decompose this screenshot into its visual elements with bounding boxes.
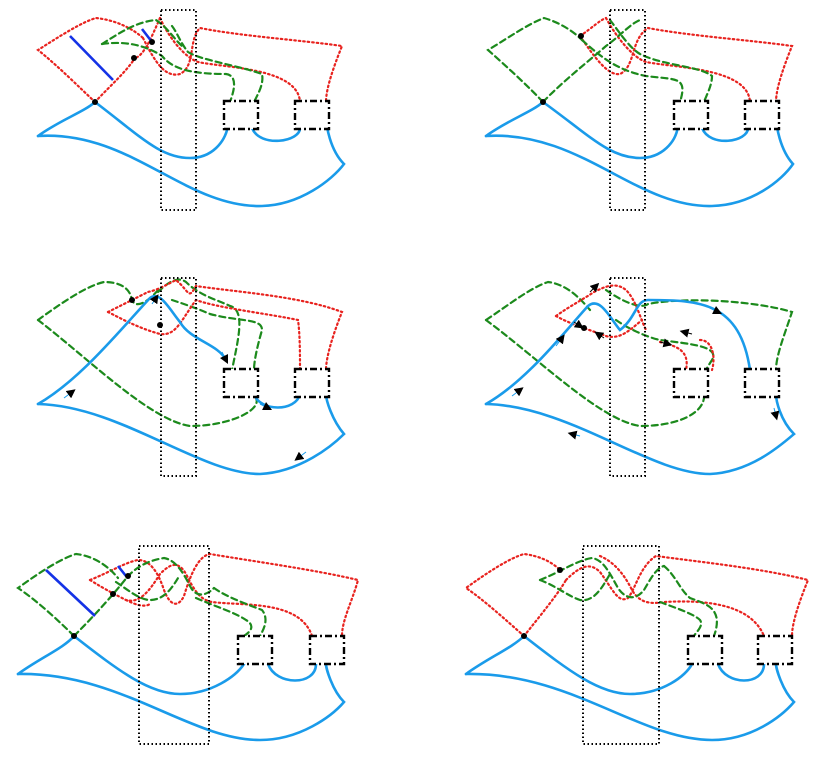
dashed-box-right bbox=[743, 99, 781, 131]
dashed-box-left bbox=[672, 367, 710, 399]
dashed-box-left bbox=[222, 367, 260, 399]
panel-top-right bbox=[484, 9, 795, 211]
green-dashed-curves bbox=[486, 16, 714, 104]
dashed-box-right bbox=[293, 99, 331, 131]
cyan-curves bbox=[36, 100, 346, 208]
crossing-dots bbox=[521, 567, 563, 639]
dashed-box-left bbox=[236, 634, 274, 666]
green-dashed-curves bbox=[100, 18, 264, 104]
crossing-dots bbox=[581, 325, 587, 331]
red-dotted-curves bbox=[554, 284, 715, 372]
panel-middle-left bbox=[36, 277, 346, 477]
cyan-curves bbox=[16, 634, 346, 742]
red-dotted-curves bbox=[106, 278, 344, 372]
framing-rectangle bbox=[582, 545, 660, 745]
framing-rectangle bbox=[160, 277, 197, 477]
crossing-dots bbox=[540, 33, 584, 105]
dashed-box-right bbox=[743, 367, 781, 399]
framing-rectangle bbox=[609, 277, 646, 477]
green-dashed-curves bbox=[484, 280, 794, 428]
green-dashed-curves bbox=[538, 556, 718, 638]
arrowheads bbox=[511, 282, 780, 440]
cyan-curves bbox=[484, 298, 796, 476]
green-dashed-curves bbox=[16, 552, 267, 638]
framing-rectangle bbox=[609, 9, 646, 211]
dashed-box-right bbox=[308, 634, 346, 666]
dashed-box-left bbox=[686, 634, 724, 666]
crossing-dots bbox=[129, 297, 163, 328]
green-dashed-curves bbox=[36, 278, 264, 428]
dashed-box-right bbox=[293, 367, 331, 399]
framing-rectangle bbox=[138, 545, 210, 745]
dashed-box-left bbox=[222, 99, 260, 131]
crossing-dots bbox=[92, 39, 155, 105]
red-dotted-curves bbox=[464, 552, 810, 638]
panel-bottom-right bbox=[464, 545, 810, 745]
panel-top-left bbox=[36, 9, 346, 211]
red-dotted-curves bbox=[36, 16, 344, 104]
panel-middle-right bbox=[484, 277, 796, 477]
cyan-curves bbox=[484, 100, 795, 208]
dashed-box-right bbox=[756, 634, 794, 666]
framing-rectangle bbox=[160, 9, 197, 211]
arrowheads bbox=[63, 294, 307, 461]
cyan-curves bbox=[464, 634, 796, 742]
red-dotted-curves bbox=[578, 16, 794, 104]
crossing-dots bbox=[71, 573, 131, 639]
panel-bottom-left bbox=[16, 545, 360, 745]
dashed-box-left bbox=[672, 99, 710, 131]
blue-chords bbox=[45, 565, 128, 617]
